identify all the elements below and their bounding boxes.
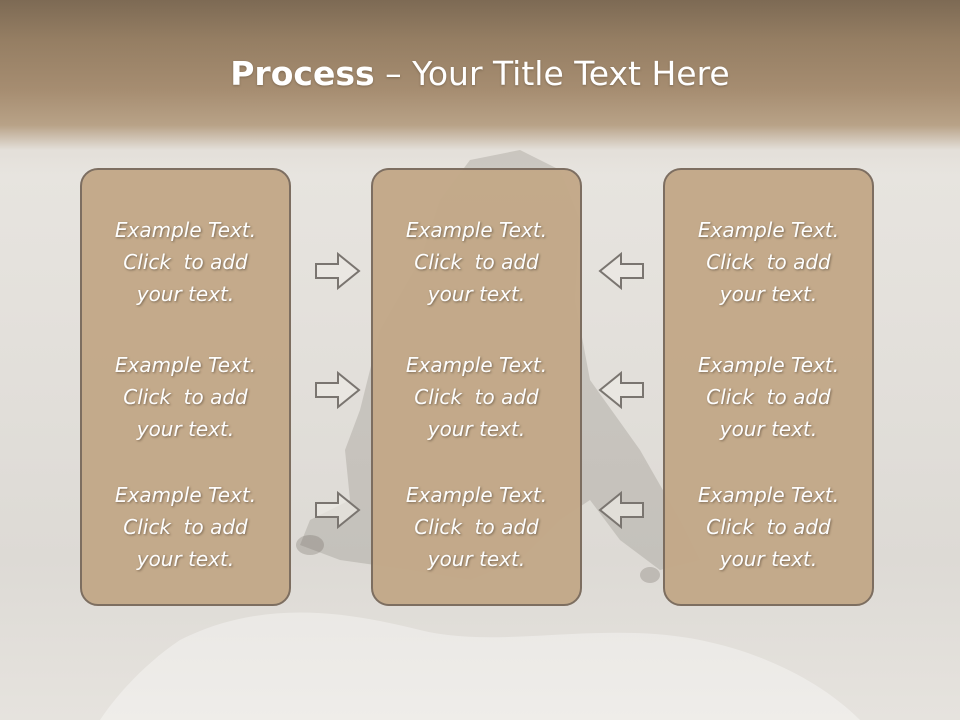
text-line: Example Text. (114, 218, 257, 242)
text-line: Example Text. (405, 483, 548, 507)
text-block[interactable]: Example Text. Click to add your text. (373, 349, 580, 445)
text-line: your text. (719, 282, 818, 306)
text-line: Example Text. (697, 483, 840, 507)
text-line: your text. (427, 547, 526, 571)
text-line: Example Text. (405, 353, 548, 377)
text-line: Click to add (414, 250, 539, 274)
text-line: Click to add (706, 250, 831, 274)
text-line: Click to add (706, 385, 831, 409)
text-block[interactable]: Example Text. Click to add your text. (373, 214, 580, 310)
text-block[interactable]: Example Text. Click to add your text. (665, 214, 872, 310)
text-block[interactable]: Example Text. Click to add your text. (665, 479, 872, 575)
text-line: Example Text. (114, 483, 257, 507)
arrow-left-icon[interactable] (597, 490, 645, 530)
text-line: your text. (427, 417, 526, 441)
process-box-right[interactable]: Example Text. Click to add your text. Ex… (663, 168, 874, 606)
process-box-left[interactable]: Example Text. Click to add your text. Ex… (80, 168, 291, 606)
page-title[interactable]: Process – Your Title Text Here (0, 52, 960, 96)
arrow-right-icon[interactable] (314, 251, 362, 291)
text-line: Example Text. (697, 353, 840, 377)
arrow-right-icon[interactable] (314, 490, 362, 530)
text-line: your text. (719, 547, 818, 571)
text-line: Click to add (123, 250, 248, 274)
process-box-center[interactable]: Example Text. Click to add your text. Ex… (371, 168, 582, 606)
text-block[interactable]: Example Text. Click to add your text. (373, 479, 580, 575)
arrow-left-icon[interactable] (597, 370, 645, 410)
text-line: Click to add (414, 515, 539, 539)
text-line: Click to add (706, 515, 831, 539)
text-block[interactable]: Example Text. Click to add your text. (82, 479, 289, 575)
text-line: Click to add (123, 515, 248, 539)
text-line: Click to add (123, 385, 248, 409)
title-rest: – Your Title Text Here (374, 54, 730, 93)
text-line: Example Text. (697, 218, 840, 242)
text-line: Example Text. (114, 353, 257, 377)
text-line: Example Text. (405, 218, 548, 242)
arrow-left-icon[interactable] (597, 251, 645, 291)
text-line: Click to add (414, 385, 539, 409)
text-line: your text. (719, 417, 818, 441)
text-line: your text. (136, 282, 235, 306)
text-line: your text. (136, 417, 235, 441)
text-block[interactable]: Example Text. Click to add your text. (665, 349, 872, 445)
header-band (0, 0, 960, 175)
arrow-right-icon[interactable] (314, 370, 362, 410)
title-bold: Process (230, 54, 375, 93)
text-block[interactable]: Example Text. Click to add your text. (82, 214, 289, 310)
text-line: your text. (136, 547, 235, 571)
text-line: your text. (427, 282, 526, 306)
text-block[interactable]: Example Text. Click to add your text. (82, 349, 289, 445)
